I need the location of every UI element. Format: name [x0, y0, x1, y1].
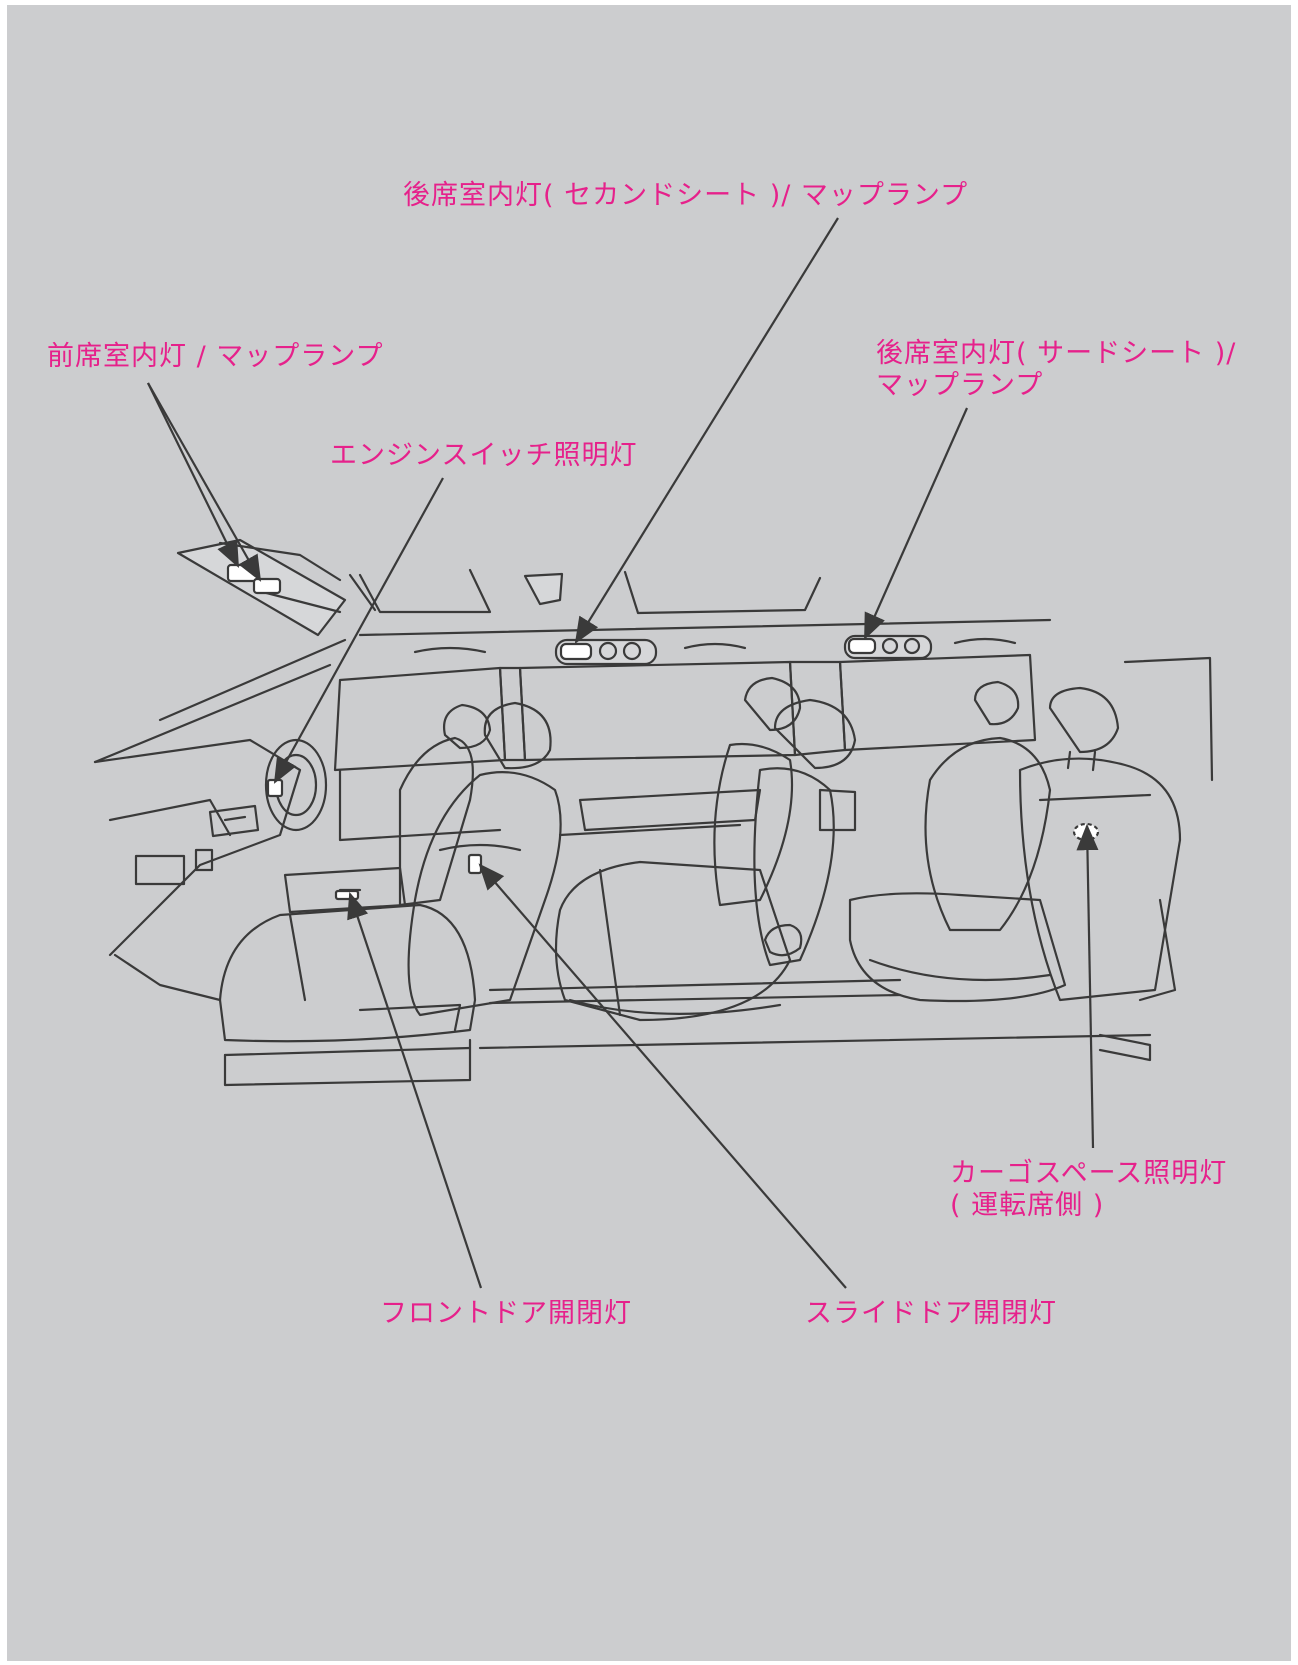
vehicle-outline: [93, 538, 1214, 1087]
leader-lines: [147, 217, 1099, 1289]
leader-cargo: [1076, 823, 1099, 1149]
leader-rear-second: [574, 217, 839, 644]
label-slide-door: スライドドア開閉灯: [805, 1298, 1057, 1329]
label-cargo-space: カーゴスペース照明灯 ( 運転席側 ): [950, 1158, 1227, 1222]
label-rear-third-row: 後席室内灯( サードシート )/ マップランプ: [876, 338, 1236, 402]
lamp-fixtures: [226, 563, 1100, 901]
label-cargo-line2: ( 運転席側 ): [950, 1190, 1105, 1221]
label-rear-second-row: 後席室内灯( セカンドシート )/ マップランプ: [403, 180, 969, 211]
leader-front-map-b: [147, 382, 262, 582]
leader-front-door: [347, 891, 483, 1289]
leader-slide-door: [478, 863, 847, 1289]
label-rear-third-line1: 後席室内灯( サードシート )/: [876, 338, 1237, 369]
leader-rear-third: [863, 407, 969, 641]
label-front-door: フロントドア開閉灯: [380, 1298, 632, 1329]
label-front-map-lamp: 前席室内灯 / マップランプ: [47, 341, 384, 372]
label-rear-third-line2: マップランプ: [876, 370, 1044, 401]
leader-front-map-a: [147, 382, 239, 568]
leader-engine-switch: [273, 477, 444, 784]
label-engine-switch: エンジンスイッチ照明灯: [330, 440, 638, 471]
label-cargo-line1: カーゴスペース照明灯: [950, 1158, 1228, 1189]
